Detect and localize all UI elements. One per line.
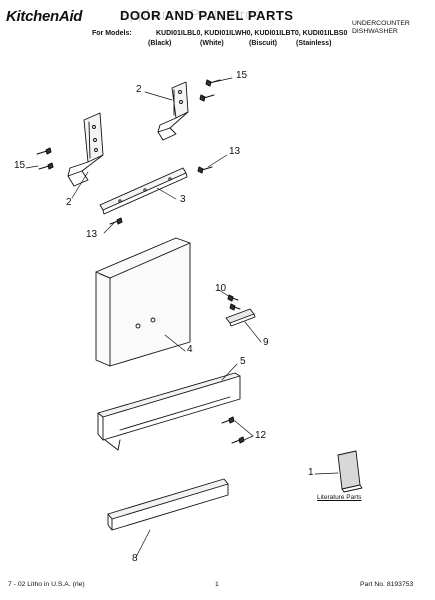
finish-biscuit: (Biscuit) bbox=[249, 40, 277, 47]
door-handle bbox=[225, 308, 256, 327]
callout-13-upper: 13 bbox=[229, 146, 241, 157]
callout-8: 8 bbox=[132, 553, 138, 564]
product-line-2: DISHWASHER bbox=[352, 28, 398, 35]
watermark: Appliance Parts Pros bbox=[120, 6, 261, 22]
callout-2-upper: 2 bbox=[136, 84, 142, 95]
callout-10: 10 bbox=[215, 283, 227, 294]
callout-15-upper: 15 bbox=[236, 70, 248, 81]
door-rail-bracket bbox=[99, 167, 188, 215]
footer-part-number: Part No. 8193753 bbox=[360, 581, 414, 588]
screws bbox=[36, 79, 245, 444]
models-label: For Models: bbox=[92, 30, 132, 37]
lower-kick-panel bbox=[107, 478, 229, 531]
callout-4: 4 bbox=[187, 344, 193, 355]
literature-booklet bbox=[337, 450, 363, 493]
callout-1: 1 bbox=[308, 467, 314, 478]
finish-white: (White) bbox=[200, 40, 224, 47]
page-title: DOOR AND PANEL PARTS bbox=[120, 8, 294, 23]
callout-2-lower: 2 bbox=[66, 197, 72, 208]
finish-black: (Black) bbox=[148, 40, 172, 47]
callout-3: 3 bbox=[180, 194, 186, 205]
footer-print-info: 7 - 02 Litho in U.S.A. (rle) bbox=[8, 581, 85, 588]
toe-panel bbox=[97, 372, 241, 451]
brand-logo: KitchenAid bbox=[6, 8, 83, 25]
product-line-1: UNDERCOUNTER bbox=[352, 20, 410, 27]
hinge-bracket-right bbox=[157, 81, 189, 141]
callout-13-lower: 13 bbox=[86, 229, 98, 240]
hinge-bracket-left bbox=[67, 112, 104, 187]
product-type: UNDERCOUNTER DISHWASHER bbox=[352, 20, 410, 36]
callout-5: 5 bbox=[240, 356, 246, 367]
callout-9: 9 bbox=[263, 337, 269, 348]
models-list: KUDI01ILBL0, KUDI01ILWH0, KUDI01ILBT0, K… bbox=[156, 30, 348, 37]
finish-stainless: (Stainless) bbox=[296, 40, 332, 47]
literature-parts-label: Literature Parts bbox=[317, 494, 362, 501]
leader-lines bbox=[25, 77, 339, 558]
callout-15-lower: 15 bbox=[14, 160, 26, 171]
door-panel bbox=[95, 237, 191, 367]
callout-12: 12 bbox=[255, 430, 267, 441]
footer-page-number: 1 bbox=[215, 581, 219, 588]
